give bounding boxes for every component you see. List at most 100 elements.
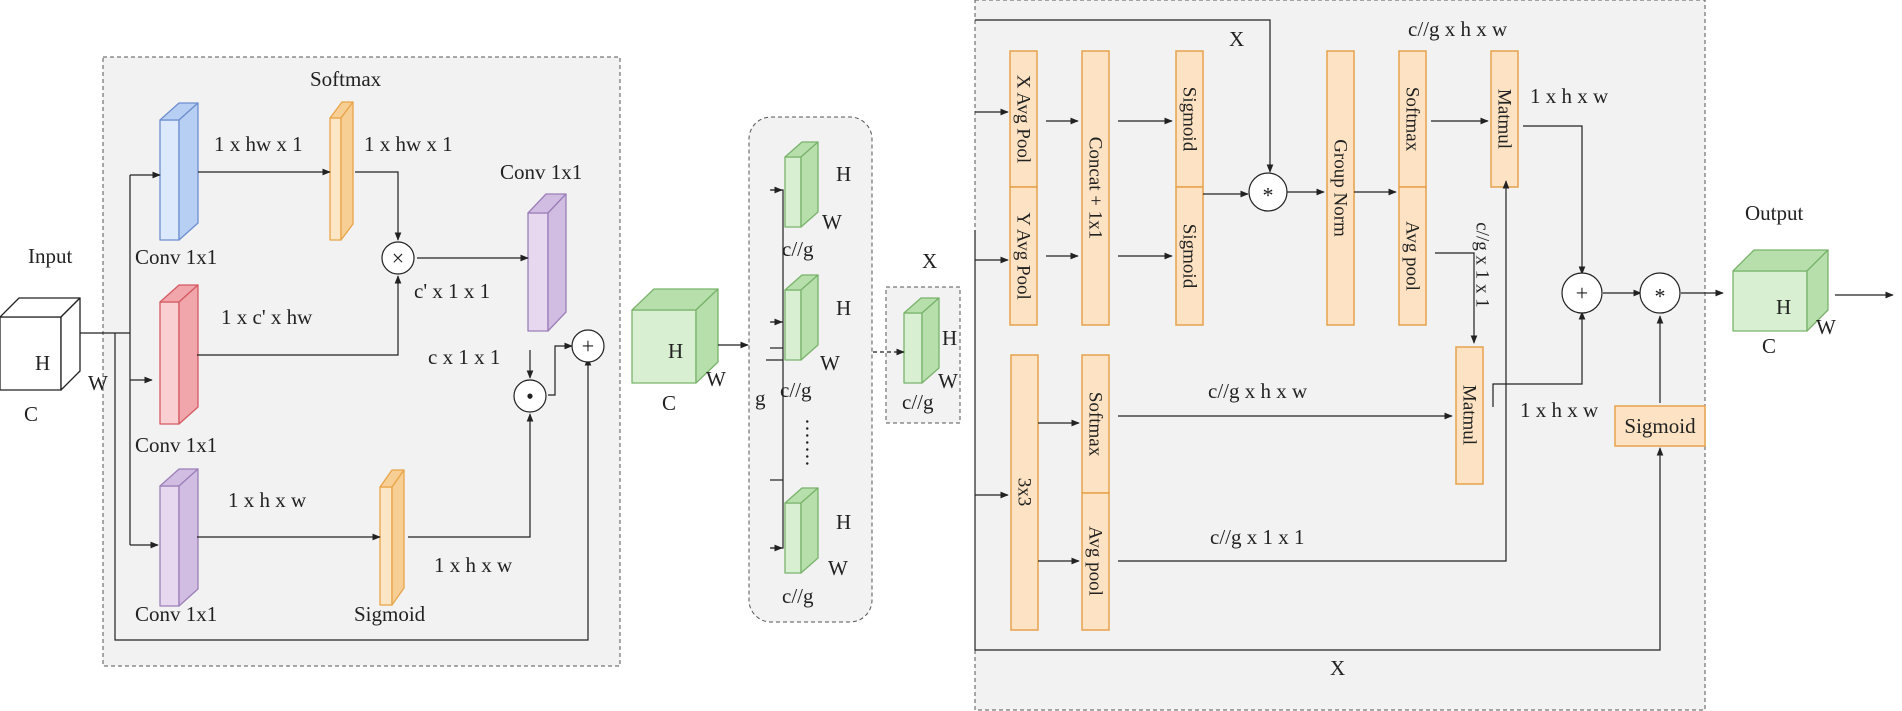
mid-cube-w: W [706, 367, 726, 391]
sigmoid-right-box [1614, 405, 1706, 447]
input-label: Input [28, 244, 72, 268]
multiply-symbol: × [392, 246, 404, 271]
operators: × • + * + * [381, 172, 1681, 413]
input-cube [0, 297, 81, 391]
dim-1xhxw-b: 1 x h x w [434, 553, 513, 577]
concat-label: Concat + 1x1 [1085, 137, 1106, 240]
sigmoid-a-label: Sigmoid [1179, 87, 1200, 152]
conv-d-label: Conv 1x1 [500, 160, 582, 184]
ema-x-bottom: X [1330, 656, 1345, 680]
avg-pool-a-box [1398, 186, 1427, 326]
multiply-op [381, 241, 415, 275]
sigmoid-right-label: Sigmoid [1624, 414, 1696, 438]
avg-pool-b-box [1081, 492, 1110, 631]
group3-h: H [836, 510, 851, 534]
sample-block [903, 297, 940, 384]
x-avg-pool-label: X Avg Pool [1013, 75, 1034, 163]
matmul-b-box [1455, 346, 1484, 485]
group2-w: W [820, 351, 840, 375]
softmax-a-label: Softmax [1402, 87, 1423, 152]
operator-box-labels: X Avg Pool Y Avg Pool Concat + 1x1 Sigmo… [1013, 75, 1697, 596]
ema-1xhxw-right: 1 x h x w [1520, 398, 1599, 422]
ema-x-top: X [1229, 27, 1244, 51]
cg-1x1-vertical-label: c//g x 1 x 1 [1472, 222, 1493, 308]
mid-cube-h: H [668, 339, 683, 363]
mid-cube [631, 288, 719, 384]
dim-cx11: c x 1 x 1 [428, 345, 500, 369]
dim-1xhxw-a: 1 x h x w [228, 488, 307, 512]
group2-h: H [836, 296, 851, 320]
ema-1xhxw-top: 1 x h x w [1530, 84, 1609, 108]
output-h-label: H [1776, 295, 1791, 319]
softmax-title: Softmax [310, 67, 382, 91]
avg-pool-a-label: Avg pool [1402, 221, 1423, 291]
plus-symbol-right: + [1576, 281, 1588, 306]
sample-w-label: W [938, 369, 958, 393]
group-norm-label: Group Norm [1330, 139, 1351, 237]
sigmoid-a-box [1175, 50, 1204, 188]
conv-a-label: Conv 1x1 [135, 245, 217, 269]
softmax-b-label: Softmax [1085, 392, 1106, 457]
output-c-label: C [1762, 334, 1776, 358]
operator-boxes [1009, 50, 1706, 631]
star-op-top [1248, 172, 1288, 212]
group-norm-box [1326, 50, 1355, 326]
group-split-panel [748, 116, 873, 623]
ema-cg-hxw-mid: c//g x h x w [1208, 379, 1308, 403]
text-labels: Input H W C Softmax Conv 1x1 Conv 1x1 Co… [24, 17, 1836, 680]
dim-c-11: c' x 1 x 1 [414, 279, 490, 303]
star-symbol-top: * [1263, 183, 1274, 208]
star-symbol-right: * [1655, 284, 1666, 309]
mid-cube-c: C [662, 391, 676, 415]
group3-w: W [828, 556, 848, 580]
group1-h: H [836, 162, 851, 186]
feature-blocks [0, 101, 1829, 607]
sample-cg-label: c//g [902, 390, 934, 414]
group3-cg: c//g [782, 584, 814, 608]
conv-b-label: Conv 1x1 [135, 433, 217, 457]
conv-b-block [159, 284, 199, 425]
group2-block [784, 274, 819, 361]
conv-d-block [527, 193, 567, 332]
concat-box [1081, 50, 1110, 326]
avg-pool-b-label: Avg pool [1085, 526, 1106, 596]
sample-x-label: X [922, 249, 937, 273]
dim-1xhwx1-b: 1 x hw x 1 [364, 132, 453, 156]
conv-c-block [159, 468, 199, 607]
x-avg-pool-box [1009, 50, 1038, 188]
input-w-label: W [88, 371, 108, 395]
g-label: g [755, 386, 766, 410]
dot-op [513, 379, 547, 413]
group3-block [784, 487, 819, 574]
add-op-left [571, 329, 605, 363]
plus-symbol-left: + [582, 334, 594, 359]
dot-symbol: • [526, 384, 534, 409]
sigmoid-b-box [1175, 186, 1204, 326]
conv3x3-box [1010, 354, 1039, 631]
matmul-b-label: Matmul [1459, 385, 1480, 445]
y-avg-pool-label: Y Avg Pool [1013, 212, 1034, 300]
dim-1xc-hw: 1 x c' x hw [221, 305, 313, 329]
ema-cg-11-bottom: c//g x 1 x 1 [1210, 525, 1305, 549]
sigmoid-top-block [329, 101, 354, 241]
group1-w: W [822, 210, 842, 234]
group1-cg: c//g [782, 237, 814, 261]
conv3x3-label: 3x3 [1014, 478, 1035, 507]
group-ellipsis: ······· [795, 418, 819, 467]
output-w-label: W [1816, 315, 1836, 339]
group1-block [784, 141, 819, 228]
sigmoid-b-label: Sigmoid [1179, 224, 1200, 289]
star-op-right [1639, 272, 1681, 314]
matmul-a-label: Matmul [1494, 89, 1515, 149]
sample-h-label: H [942, 326, 957, 350]
output-label: Output [1745, 201, 1804, 225]
conv-c-label: Conv 1x1 [135, 602, 217, 626]
sigmoid-left-label: Sigmoid [354, 602, 426, 626]
dim-1xhwx1-a: 1 x hw x 1 [214, 132, 303, 156]
connections [80, 19, 1894, 651]
input-h-label: H [35, 351, 50, 375]
sigmoid-bottom-block [379, 469, 405, 606]
conv-a-block [159, 102, 199, 241]
group2-cg: c//g [780, 378, 812, 402]
